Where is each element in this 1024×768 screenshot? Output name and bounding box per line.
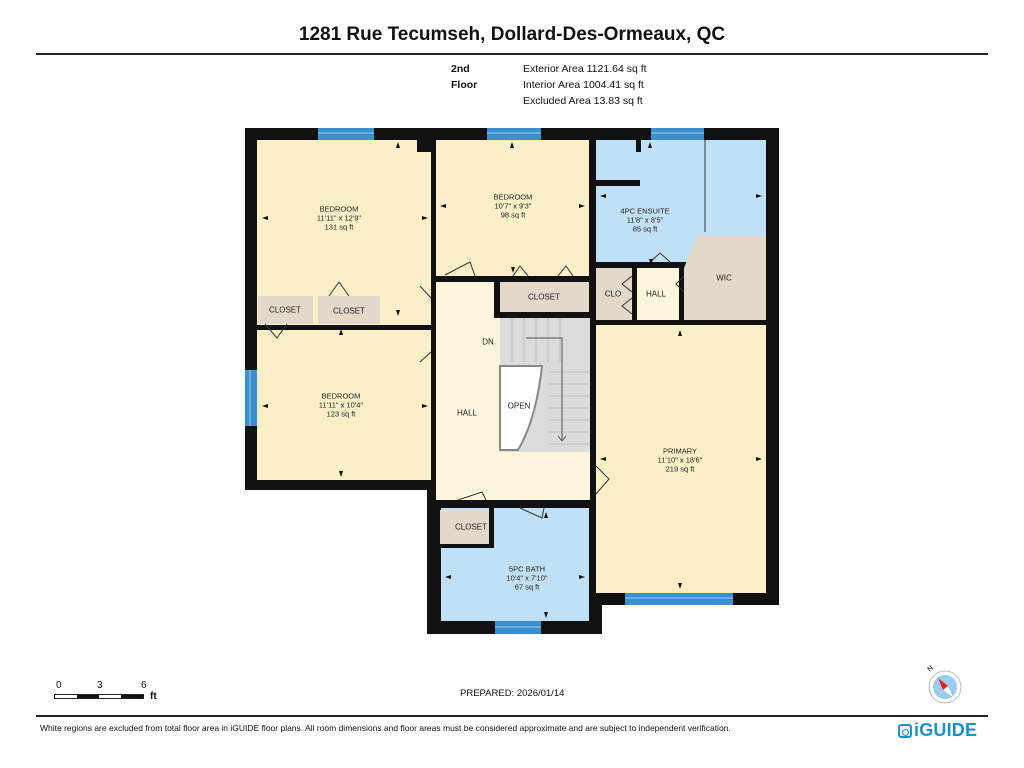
excluded-area: Excluded Area 13.83 sq ft: [523, 95, 643, 107]
label-hall-small: HALL: [645, 289, 667, 299]
room-fills: [257, 140, 766, 621]
wic-floor: [684, 236, 766, 320]
label-closet-a: CLOSET: [268, 305, 302, 315]
footer-divider: [36, 715, 988, 717]
disclaimer-text: White regions are excluded from total fl…: [40, 723, 731, 733]
prepared-date: PREPARED: 2026/01/14: [460, 688, 565, 699]
svg-text:N: N: [927, 665, 935, 674]
scale-unit: ft: [150, 691, 157, 702]
closet-b-floor: [318, 296, 380, 324]
bedroom-3-floor: [257, 330, 431, 480]
doors: [264, 252, 685, 519]
clo-floor: [596, 268, 632, 320]
closet-c-floor: [500, 282, 589, 312]
label-clo: CLO: [604, 289, 622, 299]
label-open: OPEN: [507, 401, 531, 411]
compass-icon: N: [927, 665, 962, 704]
label-closet-b: CLOSET: [332, 306, 366, 316]
label-closet-c: CLOSET: [527, 292, 561, 302]
bedroom-1-floor: [257, 140, 431, 325]
small-hall-floor: [637, 268, 679, 320]
iguide-logo-icon: [898, 723, 912, 738]
iguide-logo: iGUIDE: [898, 720, 977, 741]
header-divider: [36, 53, 988, 55]
bedroom-2-floor: [436, 140, 589, 276]
label-dn: DN: [482, 337, 494, 347]
label-wic: WIC: [716, 273, 732, 283]
floor-name: 2nd Floor: [451, 63, 478, 91]
primary-floor: [596, 325, 766, 593]
property-address-title: 1281 Rue Tecumseh, Dollard-Des-Ormeaux, …: [298, 24, 726, 45]
open-area: [499, 365, 544, 451]
closet-a-floor: [258, 296, 313, 324]
interior-area: Interior Area 1004.41 sq ft: [523, 79, 644, 91]
label-closet-d: CLOSET: [454, 522, 488, 532]
exterior-area: Exterior Area 1121.64 sq ft: [523, 63, 647, 75]
label-hall-main: HALL: [456, 408, 478, 418]
windows: [245, 128, 733, 634]
